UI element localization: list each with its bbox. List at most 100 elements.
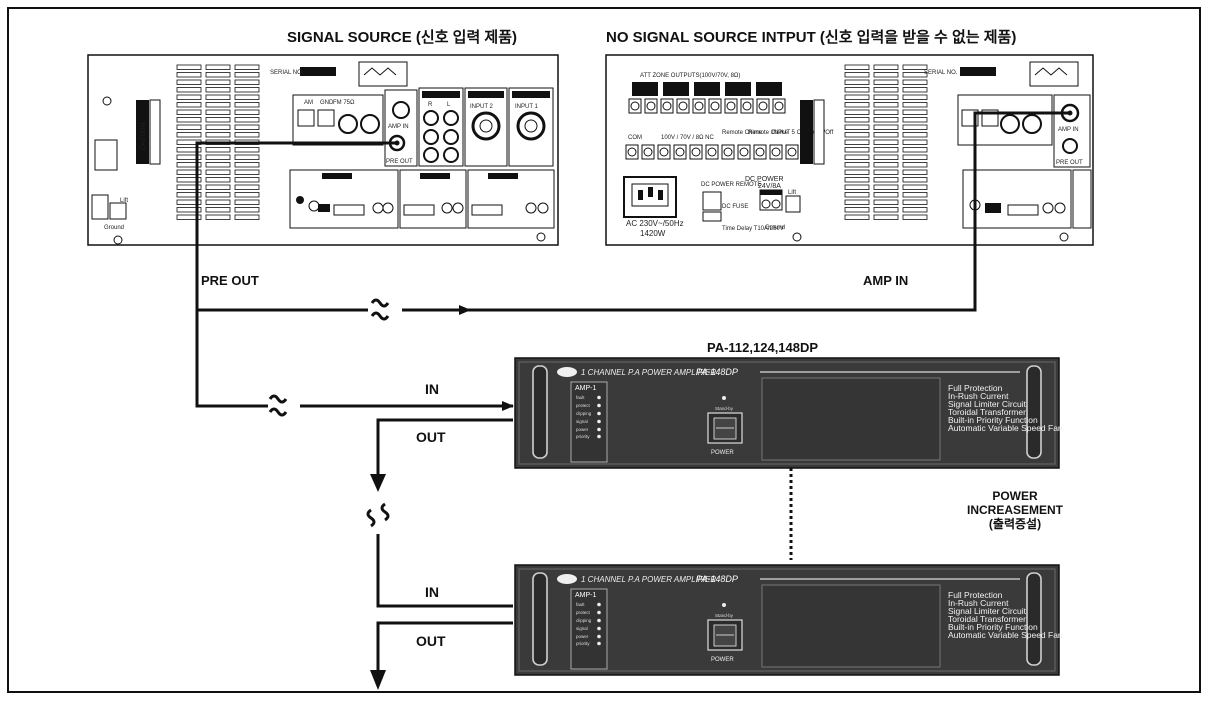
svg-text:Signal Limiter Circuit: Signal Limiter Circuit [948,606,1027,616]
svg-text:PRE OUT: PRE OUT [1056,160,1083,166]
svg-text:INPUT 1: INPUT 1 [515,104,539,110]
svg-text:(출력증설): (출력증설) [989,516,1041,531]
svg-text:PA-148DP: PA-148DP [696,367,738,377]
svg-text:Remote Chime: Remote Chime [748,130,789,136]
out-line-lower [376,534,513,608]
down-arrow-1 [370,474,386,492]
pre-out-line [195,141,397,408]
svg-text:clipping: clipping [576,618,592,623]
svg-text:Built-in Priority Function: Built-in Priority Function [948,415,1038,425]
serial-no-left: SERIAL NO. [270,70,304,76]
svg-text:INCREASEMENT: INCREASEMENT [967,503,1064,517]
svg-text:protect: protect [576,403,591,408]
vent-grille-right [844,64,928,220]
svg-text:Automatic Variable Speed Fan: Automatic Variable Speed Fan [948,423,1063,433]
svg-text:In-Rush Current: In-Rush Current [948,391,1009,401]
amp-in-pre-out-jacks-right: AMP IN PRE OUT [1053,94,1091,168]
svg-text:PRE OUT: PRE OUT [386,159,413,165]
power-increase-label: POWER INCREASEMENT (출력증설) [967,489,1064,531]
svg-text:Stand-by: Stand-by [715,406,734,411]
svg-text:clipping: clipping [576,411,592,416]
svg-text:1 CHANNEL P.A POWER AMPLIFIER: 1 CHANNEL P.A POWER AMPLIFIER [581,575,716,584]
pre-out-label: PRE OUT [201,273,259,288]
dc-power-terminal: DC POWER REMOTE DC FUSE Time Delay T10A/… [701,176,801,232]
break-marks [268,298,390,528]
amp-in-label: AMP IN [863,273,908,288]
svg-text:POWER: POWER [711,657,734,663]
svg-text:priority: priority [576,641,590,646]
svg-text:AMP-1: AMP-1 [575,385,597,392]
svg-text:DC POWER: DC POWER [745,176,784,183]
svg-text:AMP IN: AMP IN [388,124,409,130]
svg-text:Remote Chime: Remote Chime [722,130,763,136]
svg-text:Ground: Ground [104,225,124,231]
svg-text:CAUTION: CAUTION [141,123,147,150]
svg-text:FM 75Ω: FM 75Ω [333,100,355,106]
svg-text:Toroidal Transformer: Toroidal Transformer [948,407,1026,417]
amp-in-pre-out-jacks-left: AMP IN PRE OUT [384,89,418,167]
ground-terminal-left: Lift Ground [91,96,546,245]
no-signal-source-panel: SERIAL NO. ATT ZONE OUTPUTS(100V/70V, 8Ω… [605,54,1094,246]
svg-text:100V / 70V / 8Ω NC: 100V / 70V / 8Ω NC [661,135,715,141]
svg-text:Lift: Lift [788,190,796,196]
in-label-top: IN [425,381,439,397]
svg-text:POWER: POWER [992,489,1038,503]
in-label-bottom: IN [425,584,439,600]
svg-text:AM: AM [304,100,313,106]
no-signal-source-title: NO SIGNAL SOURCE INTPUT (신호 입력을 받을 수 없는 … [606,28,1016,46]
svg-text:Lift: Lift [120,198,128,204]
svg-text:1 CHANNEL P.A POWER AMPLIFIER: 1 CHANNEL P.A POWER AMPLIFIER [581,368,716,377]
svg-text:Toroidal Transformer: Toroidal Transformer [948,614,1026,624]
antenna-block: AM GND FM 75Ω [292,94,384,146]
svg-text:AMP IN: AMP IN [1058,127,1079,133]
final-out-line [376,621,513,678]
out-label-top: OUT [416,429,446,445]
svg-text:INPUT 2: INPUT 2 [470,104,494,110]
svg-text:DC FUSE: DC FUSE [722,204,748,210]
svg-text:AC 230V~/50Hz: AC 230V~/50Hz [626,219,684,228]
outer-frame [7,7,1201,693]
down-arrow-2 [370,670,386,690]
svg-text:protect: protect [576,610,591,615]
svg-text:Time Delay T10A/250V: Time Delay T10A/250V [722,226,784,232]
svg-text:L: L [447,102,451,108]
aux-input-block: R L [418,87,464,167]
caution-label-left: CAUTION [136,99,161,165]
input-modules-right [792,169,1092,242]
caution-label-right [800,99,825,165]
svg-text:signal: signal [576,419,588,424]
amplifier-bottom: 1 CHANNEL P.A POWER AMPLIFIERPA-148DPAMP… [514,564,1063,676]
svg-text:DC POWER REMOTE: DC POWER REMOTE [701,182,761,188]
svg-text:POWER: POWER [711,450,734,456]
out-label-bottom: OUT [416,633,446,649]
svg-text:PA-148DP: PA-148DP [696,574,738,584]
svg-text:fault: fault [576,602,585,607]
svg-text:fault: fault [576,395,585,400]
svg-text:signal: signal [576,626,588,631]
svg-text:Ground: Ground [765,225,785,231]
svg-text:Full Protection: Full Protection [948,383,1003,393]
svg-text:power: power [576,427,589,432]
input-modules-left [289,169,555,229]
svg-text:In-Rush Current: In-Rush Current [948,598,1009,608]
input-2-block: INPUT 2 [464,87,508,167]
svg-text:Signal Limiter Circuit: Signal Limiter Circuit [948,399,1027,409]
svg-text:1420W: 1420W [640,229,666,238]
input-1-block: INPUT 1 [508,87,554,167]
svg-text:COM: COM [628,135,642,141]
out-to-next-line [376,418,513,476]
vent-grille-left [176,64,260,220]
svg-text:priority: priority [576,434,590,439]
svg-text:Stand-by: Stand-by [715,613,734,618]
signal-source-title: SIGNAL SOURCE (신호 입력 제품) [287,28,517,46]
svg-text:R: R [428,102,433,108]
svg-text:power: power [576,634,589,639]
svg-text:ATT ZONE OUTPUTS(100V/70V, 8Ω): ATT ZONE OUTPUTS(100V/70V, 8Ω) [640,73,740,79]
svg-text:24V/8A: 24V/8A [758,183,781,190]
signal-wiring [195,111,1070,678]
svg-text:GND: GND [320,100,334,106]
svg-text:Automatic Variable Speed Fan: Automatic Variable Speed Fan [948,630,1063,640]
svg-text:Full Protection: Full Protection [948,590,1003,600]
